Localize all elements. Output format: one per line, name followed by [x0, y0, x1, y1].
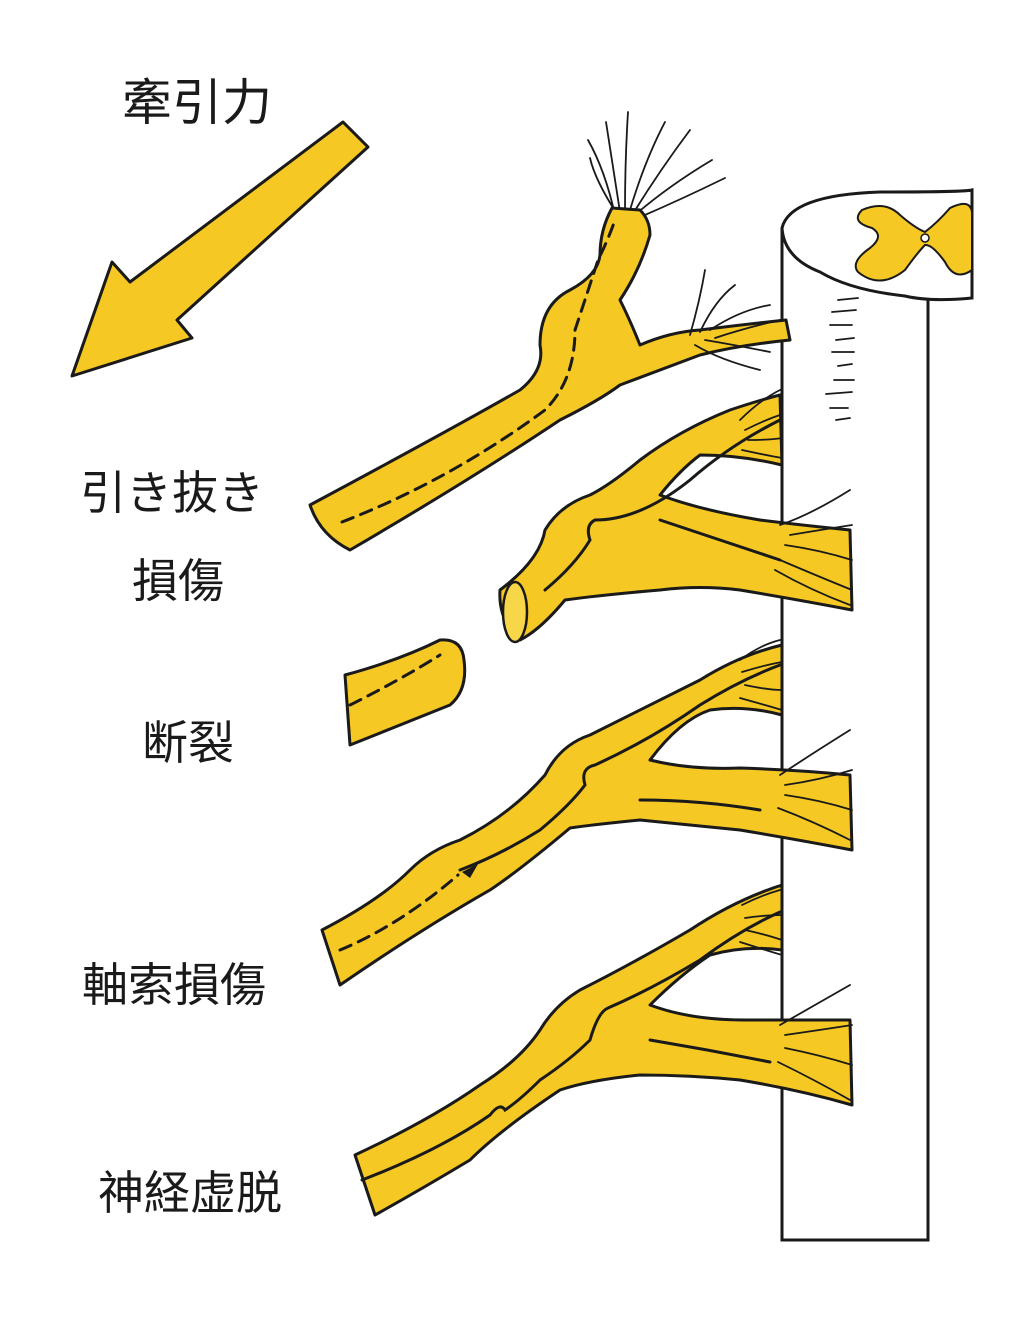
- rupture-nerve: [343, 389, 854, 747]
- spinal-cord: [780, 188, 974, 1242]
- avulsion-nerve: [308, 111, 792, 552]
- grey-matter: [854, 202, 973, 282]
- neurapraxia-nerve: [353, 883, 854, 1217]
- neurapraxia-label: 神経虚脱: [98, 1166, 282, 1220]
- rupture-label: 断裂: [142, 716, 234, 770]
- traction-label: 牽引力: [122, 74, 272, 132]
- avulsion-label-line1: 引き抜き: [80, 466, 264, 520]
- avulsion-label-line2: 損傷: [132, 554, 224, 608]
- traction-arrow: [70, 120, 370, 378]
- axonal-injury-nerve: [320, 639, 854, 987]
- axonal-injury-label: 軸索損傷: [82, 958, 266, 1012]
